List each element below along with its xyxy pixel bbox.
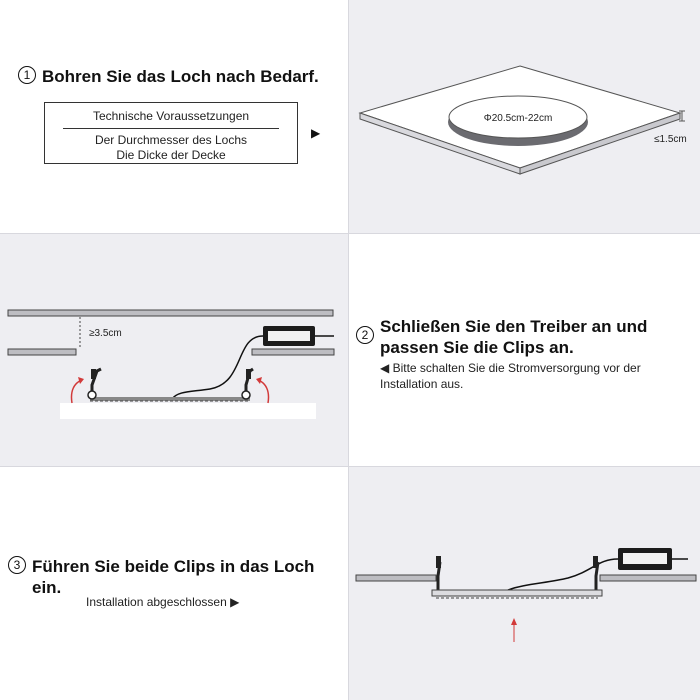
- step3-text-panel: 3 Führen Sie beide Clips in das Loch ein…: [0, 466, 348, 700]
- step3-diagram-panel: [348, 466, 700, 700]
- requirements-divider: [63, 128, 279, 129]
- led-panel: [90, 397, 250, 401]
- requirement-thickness: Die Dicke der Decke: [116, 148, 226, 162]
- gap-label: ≥3.5cm: [89, 328, 122, 339]
- row-separator: [0, 466, 700, 467]
- step2-title-line1: Schließen Sie den Treiber an und: [380, 317, 648, 336]
- requirements-header: Technische Voraussetzungen: [92, 109, 250, 123]
- thickness-label: ≤1.5cm: [654, 134, 687, 145]
- triangle-right-icon: ▶: [311, 126, 321, 140]
- step2-title-line2: passen Sie die Clips an.: [380, 338, 574, 357]
- requirements-box: Technische Voraussetzungen Der Durchmess…: [44, 102, 298, 164]
- hole-diameter-label: Φ20.5cm-22cm: [484, 113, 553, 124]
- driver-clips-diagram: ≥3.5cm: [7, 309, 335, 419]
- curved-arrow-icon-head: [78, 377, 84, 384]
- hole-outline: [448, 95, 588, 139]
- step1-text-panel: 1 Bohren Sie das Loch nach Bedarf. Techn…: [0, 0, 348, 233]
- lower-ceiling-left: [7, 348, 77, 356]
- lower-ceiling-right: [251, 348, 335, 356]
- step1-title: 1 Bohren Sie das Loch nach Bedarf.: [18, 66, 319, 87]
- ceiling-hole-diagram: Φ20.5cm-22cm ≤1.5cm: [358, 65, 687, 175]
- ceiling-board-edge-right: [519, 112, 681, 175]
- ceiling-left: [355, 574, 437, 582]
- triangle-right-icon: ▶: [230, 595, 240, 609]
- step1-number: 1: [18, 66, 36, 84]
- step3-number: 3: [8, 556, 26, 574]
- step1-diagram-panel: Φ20.5cm-22cm ≤1.5cm: [348, 0, 700, 233]
- panel-glow: [60, 403, 316, 419]
- clip-right-head: [246, 369, 251, 379]
- driver-cable: [171, 335, 264, 400]
- step2-number: 2: [356, 326, 374, 344]
- clip-left-head: [436, 556, 441, 568]
- clip-left-spring: [87, 390, 97, 400]
- step3-title: 3 Führen Sie beide Clips in das Loch ein…: [8, 556, 348, 598]
- step2-diagram-panel: ≥3.5cm: [0, 233, 348, 466]
- upper-ceiling: [7, 309, 334, 317]
- clip-right-head: [593, 556, 598, 568]
- inserted-panel-diagram: [355, 548, 697, 642]
- up-arrow-icon-head: [511, 618, 517, 625]
- power-off-note-text: Bitte schalten Sie die Stromversorgung v…: [380, 361, 641, 391]
- requirement-diameter: Der Durchmesser des Lochs: [94, 133, 248, 147]
- driver-cable: [507, 558, 619, 591]
- triangle-left-icon: ◀: [380, 361, 390, 375]
- step3-title-text: Führen Sie beide Clips in das Loch ein.: [32, 557, 315, 597]
- led-panel: [431, 589, 603, 597]
- installation-done: Installation abgeschlossen ▶: [86, 594, 239, 610]
- ceiling-right: [599, 574, 697, 582]
- step2-title-lines: Schließen Sie den Treiber an und passen …: [380, 316, 647, 358]
- column-separator: [348, 0, 349, 700]
- led-driver-label: [623, 553, 667, 564]
- step1-title-text: Bohren Sie das Loch nach Bedarf.: [42, 67, 319, 86]
- clip-right-spring: [241, 390, 251, 400]
- led-driver-label: [268, 331, 310, 341]
- step2-title: 2 Schließen Sie den Treiber an und passe…: [356, 316, 647, 358]
- step2-text-panel: 2 Schließen Sie den Treiber an und passe…: [348, 233, 700, 466]
- installation-done-text: Installation abgeschlossen: [86, 595, 227, 609]
- curved-arrow-icon-head: [256, 377, 262, 384]
- clip-left-head: [91, 369, 96, 379]
- row-separator: [0, 233, 700, 234]
- power-off-note: ◀ Bitte schalten Sie die Stromversorgung…: [380, 360, 700, 392]
